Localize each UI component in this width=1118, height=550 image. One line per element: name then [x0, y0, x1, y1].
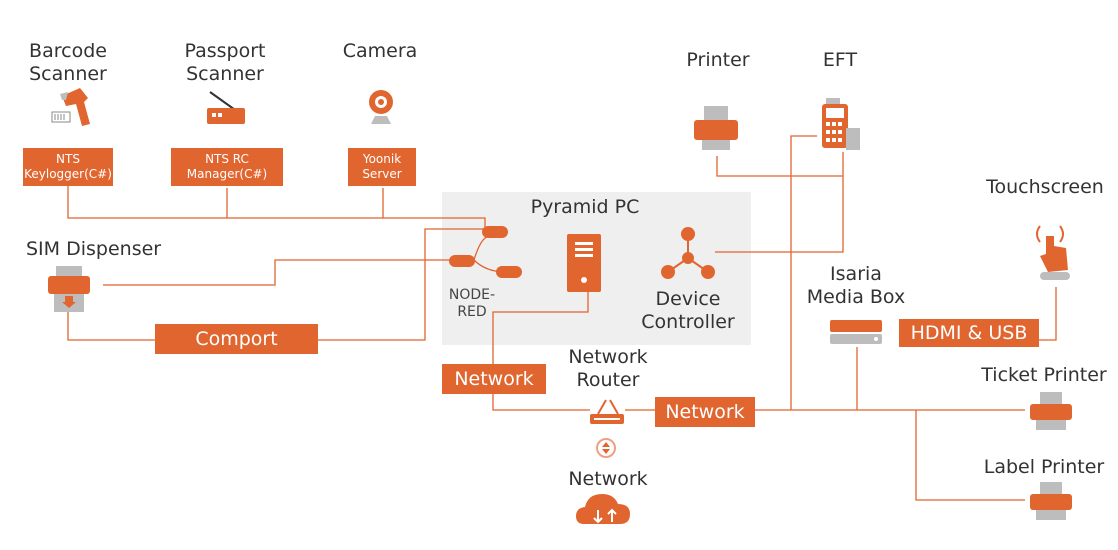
hdmi-usb-tag: HDMI & USB: [899, 319, 1039, 347]
device-controller-icon: [661, 227, 715, 279]
label-printer-icon: [1030, 482, 1072, 520]
passport-scanner-icon: [207, 91, 245, 124]
pyramid-pc-label: Pyramid PC: [530, 196, 640, 218]
router-icon: [590, 399, 624, 424]
sim-dispenser-icon: [48, 266, 90, 312]
camera-label: Camera: [342, 40, 418, 62]
network-cloud-label: Network: [568, 468, 648, 490]
node-red-label: NODE- RED: [448, 287, 496, 320]
comport-tag: Comport: [155, 324, 318, 354]
nts-rc-manager-tag: NTS RC Manager(C#): [171, 148, 283, 186]
ticket-printer-label: Ticket Printer: [981, 364, 1107, 386]
cloud-icon: [576, 494, 630, 524]
pc-tower-icon: [567, 234, 601, 292]
bidirectional-arrow-icon: [596, 438, 616, 458]
ticket-printer-icon: [1030, 392, 1072, 430]
isaria-media-box-label: Isaria Media Box: [806, 263, 906, 308]
network-tag-left: Network: [442, 364, 546, 394]
printer-icon: [694, 106, 738, 150]
touchscreen-icon: [1036, 225, 1070, 280]
label-printer-label: Label Printer: [983, 456, 1105, 478]
eft-terminal-icon: [822, 98, 860, 150]
network-router-label: Network Router: [568, 346, 648, 391]
device-controller-label: Device Controller: [641, 288, 735, 333]
network-tag-right: Network: [655, 397, 755, 427]
nts-keylogger-tag: NTS Keylogger(C#): [23, 148, 113, 186]
touchscreen-label: Touchscreen: [986, 176, 1104, 198]
barcode-scanner-icon: [51, 88, 90, 126]
passport-scanner-label: Passport Scanner: [184, 40, 266, 85]
media-box-icon: [830, 320, 882, 344]
eft-label: EFT: [822, 49, 858, 71]
sim-dispenser-label: SIM Dispenser: [26, 238, 162, 260]
yoonik-server-tag: Yoonik Server: [348, 148, 416, 186]
printer-label: Printer: [686, 49, 750, 71]
node-red-icon: [449, 226, 522, 278]
camera-icon: [369, 90, 393, 124]
barcode-scanner-label: Barcode Scanner: [29, 40, 107, 85]
